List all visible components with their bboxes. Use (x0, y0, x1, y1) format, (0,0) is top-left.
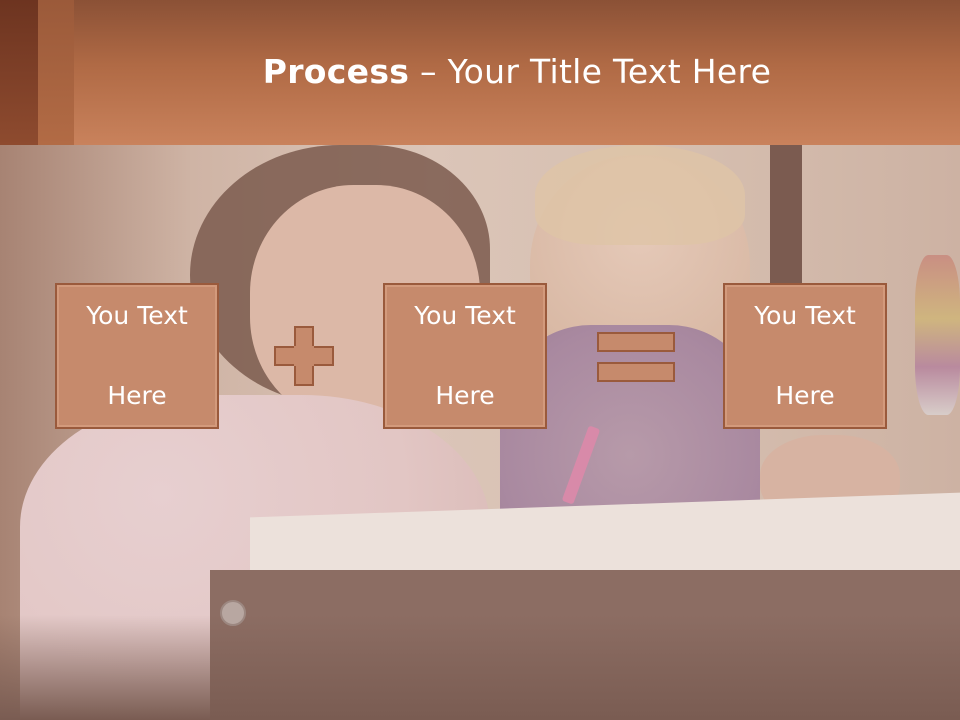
text-box-line: Here (435, 381, 495, 410)
slide-title[interactable]: Process – Your Title Text Here (74, 52, 960, 91)
title-band: Process – Your Title Text Here (0, 0, 960, 145)
slide-title-rest: – Your Title Text Here (409, 52, 772, 91)
text-box-line: You Text (86, 301, 188, 330)
header-accent-bar (38, 0, 74, 145)
header-accent-bar (0, 0, 38, 145)
equals-icon (597, 332, 675, 384)
text-box-line: Here (775, 381, 835, 410)
text-box-line: Here (107, 381, 167, 410)
text-box-line: You Text (754, 301, 856, 330)
slide-title-bold: Process (262, 52, 410, 91)
plus-icon (274, 326, 336, 388)
text-box-line: You Text (414, 301, 516, 330)
background-photo (0, 145, 960, 720)
